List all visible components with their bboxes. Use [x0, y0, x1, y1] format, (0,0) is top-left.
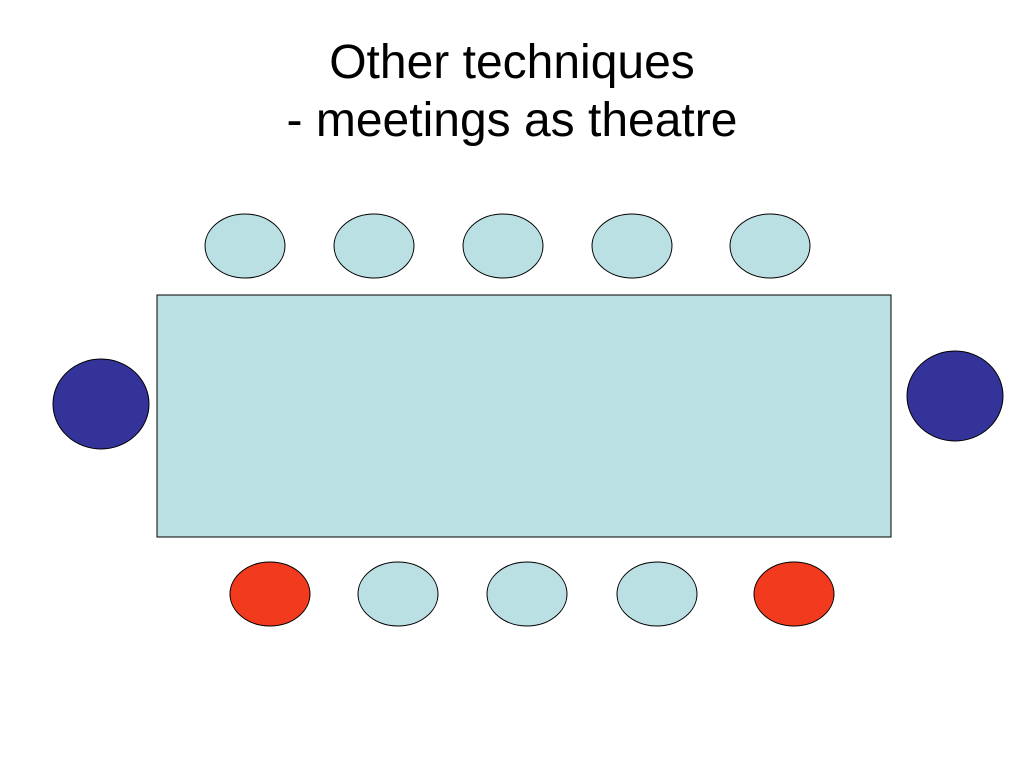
bottom-seat-3	[486, 561, 568, 627]
highlighted-seat-1	[229, 561, 311, 627]
highlighted-seat-5	[753, 561, 835, 627]
meeting-table	[156, 294, 892, 538]
top-seat-4	[591, 213, 673, 279]
top-seat-2	[333, 213, 415, 279]
left-end-seat	[52, 358, 150, 450]
top-seat-1	[204, 213, 286, 279]
bottom-seat-2	[357, 561, 439, 627]
bottom-seat-4	[616, 561, 698, 627]
top-seat-3	[462, 213, 544, 279]
title-line-1: Other techniques	[329, 36, 695, 89]
top-seat-5	[729, 213, 811, 279]
title-line-2: - meetings as theatre	[286, 94, 738, 147]
right-end-seat	[906, 350, 1004, 442]
slide-title: Other techniques - meetings as theatre	[0, 34, 1024, 150]
